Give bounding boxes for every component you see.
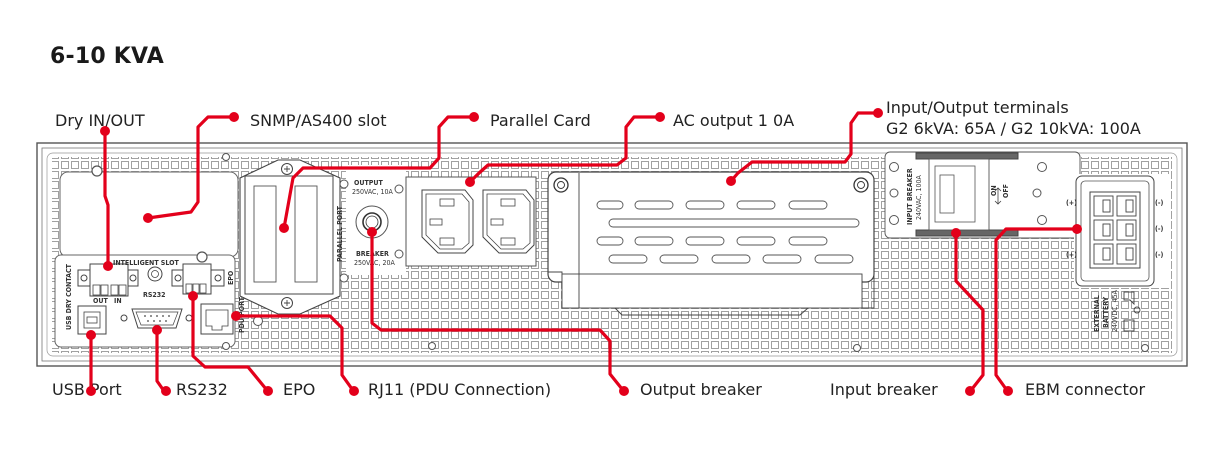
leader-dot	[349, 386, 359, 396]
cover-slots	[596, 200, 860, 264]
leader-dot	[655, 112, 665, 122]
output-rating-label: 250VAC, 10A	[352, 188, 393, 196]
leader-dot	[965, 386, 975, 396]
ground-screw-icon	[253, 316, 263, 326]
callout-rs232: RS232	[176, 380, 228, 399]
leader-dot	[367, 227, 377, 237]
parallel-card-slot	[239, 159, 341, 315]
callout-parallel-card: Parallel Card	[490, 111, 591, 130]
callout-ac-output: AC output 1 0A	[673, 111, 795, 130]
leader-dot	[726, 176, 736, 186]
leader-output-breaker	[370, 230, 624, 391]
screw-icon	[853, 177, 869, 193]
plus-sign: (+)	[1066, 199, 1077, 207]
leader-dot	[231, 311, 241, 321]
intelligent-slot-label: INTELLIGENT SLOT	[113, 259, 179, 267]
ac-output-sockets	[405, 176, 537, 267]
leader-dot	[229, 112, 239, 122]
screw-icon	[91, 165, 103, 177]
external-battery-label: EXTERNAL	[1093, 295, 1101, 332]
off-label: OFF	[1002, 184, 1010, 198]
callout-io-terminals-line2: G2 6kVA: 65A / G2 10kVA: 100A	[886, 119, 1141, 138]
leader-dot	[619, 386, 629, 396]
callout-ebm-connector: EBM connector	[1025, 380, 1146, 399]
minus-sign: (-)	[1155, 225, 1163, 233]
leader-snmp-slot	[146, 115, 234, 220]
screw-icon	[196, 251, 208, 263]
rs232-screw-icon	[147, 266, 163, 282]
screw-icon	[222, 153, 230, 161]
terminal-cover	[547, 171, 875, 316]
parallel-port-label: PARALLEL PORT	[336, 205, 344, 262]
leader-dot	[188, 291, 198, 301]
leader-dot	[103, 261, 113, 271]
usb-port	[77, 305, 107, 335]
on-off-arrow-icon	[994, 187, 1002, 205]
leader-dot	[1072, 224, 1082, 234]
rs232-port	[120, 308, 193, 329]
in-label: IN	[114, 297, 122, 305]
callout-epo: EPO	[283, 380, 316, 399]
leader-dot	[465, 177, 475, 187]
leader-dot	[100, 126, 110, 136]
leader-ac-output	[468, 115, 660, 184]
iec-socket-2	[482, 189, 535, 254]
breaker-rating-label: 250VAC, 20A	[354, 259, 395, 267]
ebm-connector: (+) (+) (-) (-) (-)	[1066, 174, 1170, 288]
on-label: ON	[990, 185, 998, 196]
rs232-panel-label: RS232	[143, 291, 166, 299]
leader-dot	[152, 325, 162, 335]
out-label: OUT	[93, 297, 108, 305]
callout-rj11: RJ11 (PDU Connection)	[368, 380, 552, 399]
plus-sign: (+)	[1066, 251, 1077, 259]
minus-sign: (-)	[1155, 251, 1163, 259]
leader-lines	[89, 111, 1079, 393]
leader-dots	[86, 108, 1082, 396]
output-breaker-area	[339, 165, 406, 283]
input-breaker-rating-label: 240VAC, 100A	[915, 175, 923, 220]
warning-icon	[1123, 291, 1141, 332]
page-title: 6-10 KVA	[50, 44, 164, 69]
usb-dry-contact-label: USB DRY CONTACT	[65, 263, 73, 330]
leader-dot	[469, 112, 479, 122]
callout-input-breaker: Input breaker	[830, 380, 938, 399]
comm-plate: INTELLIGENT SLOT OUT IN USB DRY CONTACT …	[54, 153, 263, 350]
minus-sign: (-)	[1155, 199, 1163, 207]
iec-socket-1	[421, 189, 474, 254]
leader-dot	[873, 108, 883, 118]
screw-icon	[553, 177, 569, 193]
leader-ebm-connector	[994, 227, 1079, 391]
callout-io-terminals-line1: Input/Output terminals	[886, 98, 1069, 117]
output-label: OUTPUT	[354, 179, 383, 187]
epo-terminal	[171, 263, 225, 295]
leader-epo	[191, 294, 268, 391]
rj11-port	[200, 303, 234, 335]
callout-snmp-slot: SNMP/AS400 slot	[250, 111, 387, 130]
leader-rj11	[234, 314, 354, 391]
epo-panel-label: EPO	[227, 270, 235, 285]
input-breaker-panel-label: INPUT BREAKER	[906, 168, 914, 225]
leader-io-terminals	[729, 111, 878, 183]
screw-icon	[222, 342, 230, 350]
input-breaker	[884, 151, 1081, 239]
leader-dot	[161, 386, 171, 396]
battery-rating-label: 240VDC, 45A	[1111, 289, 1119, 332]
leader-input-breaker	[954, 231, 985, 391]
leader-dot	[86, 330, 96, 340]
leader-parallel-card	[282, 115, 474, 230]
leader-dry-in-out	[103, 129, 110, 268]
leader-dot	[951, 228, 961, 238]
callout-output-breaker: Output breaker	[640, 380, 762, 399]
battery-label: BATTERY	[1102, 296, 1110, 328]
leader-rs232	[155, 328, 166, 393]
callout-dry-in-out: Dry IN/OUT	[55, 111, 145, 130]
leader-dot	[263, 386, 273, 396]
leader-dot	[86, 386, 96, 396]
leader-dot	[279, 223, 289, 233]
leader-dot	[143, 213, 153, 223]
leader-dot	[1003, 386, 1013, 396]
